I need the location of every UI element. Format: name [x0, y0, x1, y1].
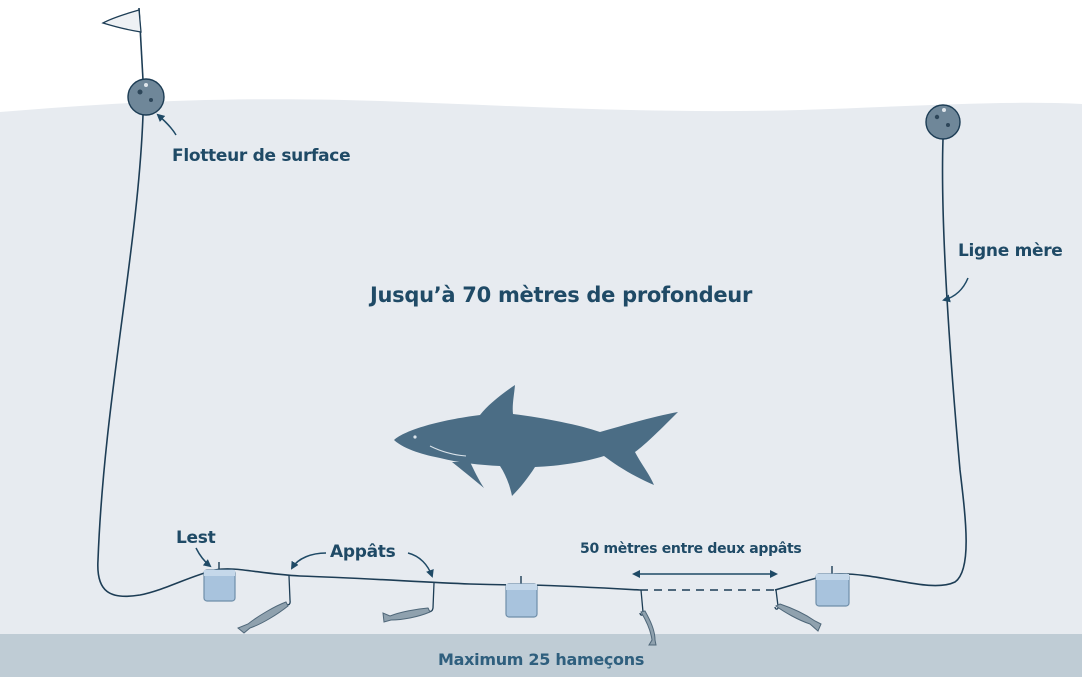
bait-fish-icon [639, 589, 657, 646]
surface-float-left [127, 78, 165, 116]
weight-label: Lest [176, 528, 216, 548]
hooks-label: Maximum 25 hameçons [438, 650, 645, 669]
bait-fish-icon [774, 589, 822, 632]
bait-arrow-left [290, 552, 327, 570]
main-line-label: Ligne mère [958, 241, 1063, 261]
weight-block-icon [815, 566, 850, 607]
bait-arrow-right [407, 552, 434, 578]
depth-label: Jusqu’à 70 mètres de profondeur [370, 283, 753, 307]
weight-arrow [195, 547, 212, 568]
bait-fish-icon [382, 582, 435, 623]
bait-fish-icon [237, 575, 291, 634]
seabed [0, 634, 1082, 677]
water-area [0, 99, 1082, 640]
surface-float-right [925, 104, 961, 140]
baits-label: Appâts [330, 542, 396, 562]
surface-float-arrow [156, 113, 177, 136]
shark-icon [394, 385, 678, 496]
spacing-label: 50 mètres entre deux appâts [580, 541, 802, 557]
surface-float-label: Flotteur de surface [172, 146, 351, 166]
flag-icon [101, 7, 144, 81]
weight-block-icon [505, 576, 538, 618]
weight-block-icon [203, 562, 236, 602]
main-line-arrow [942, 277, 969, 303]
